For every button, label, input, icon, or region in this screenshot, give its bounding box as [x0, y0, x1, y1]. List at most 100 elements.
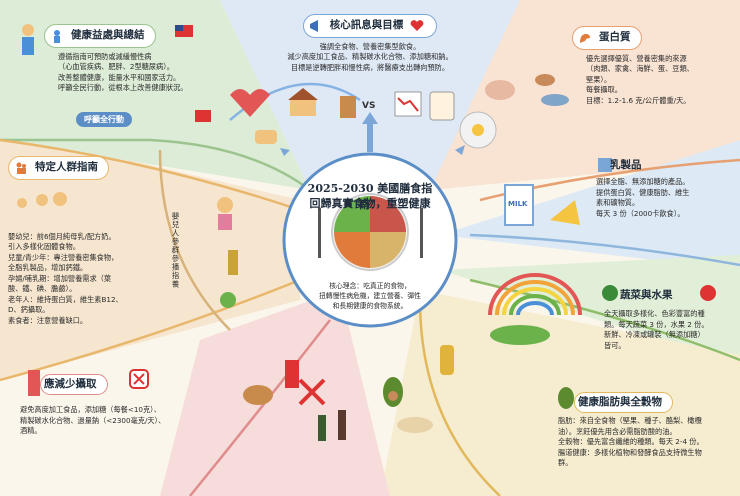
- center-core-line: 核心理念：吃真正的食物，: [329, 282, 411, 290]
- groups-panel-body: 嬰幼兒：前6個月純母乳/配方奶。 引入多樣化固體食物。 兒童/青少年：專注營養密…: [8, 232, 160, 326]
- reduce-panel-header: 應減少攝取: [40, 374, 108, 396]
- groups-vertical-label: 嬰兒人參群參播指養: [171, 212, 180, 289]
- dairy-panel-header: 乳製品: [596, 156, 652, 175]
- groups-panel-line: 素食者：注意營養缺口。: [8, 315, 88, 325]
- center-title-line2: 回歸真實食物，重塑健康: [309, 197, 431, 210]
- veg-icons: [488, 273, 716, 345]
- veg-panel-body: 全天攝取多樣化、色彩豐富的種 類。每天蔬菜 3 份，水果 2 份。 新鮮、冷凍或…: [604, 309, 736, 351]
- plate-fruits: [334, 232, 370, 268]
- health-panel: 健康益處與總結 遵循指南可預防或減緩慢性病 （心血管疾病、肥胖、2型糖尿病）。 …: [44, 24, 224, 94]
- veg-panel-line: 類。每天蔬菜 3 份，水果 2 份。: [604, 319, 709, 329]
- protein-panel: 蛋白質 優先選擇優質、營養密集的來源 （肉類、家禽、海鮮、蛋、豆類、 堅果）。 …: [572, 26, 732, 106]
- protein-panel-header: 蛋白質: [572, 26, 642, 50]
- veg-panel-line: 皆可。: [604, 340, 626, 350]
- health-panel-header: 健康益處與總結: [44, 24, 156, 48]
- plate-protein: [370, 196, 406, 232]
- groups-panel-title: 特定人群指南: [35, 161, 98, 174]
- veg-panel: 蔬菜與水果 全天攝取多樣化、色彩豐富的種 類。每天蔬菜 3 份，水果 2 份。 …: [604, 286, 736, 351]
- groups-panel: 特定人群指南 嬰幼兒：前6個月純母乳/配方奶。 引入多樣化固體食物。 兒童/青少…: [8, 156, 160, 326]
- person-icon: [48, 27, 66, 45]
- fat-panel-title: 健康脂肪與全穀物: [578, 396, 662, 408]
- fat-icons: [383, 345, 574, 433]
- dairy-panel-line: 素和礦物質。: [596, 198, 640, 208]
- dairy-panel-title: 乳製品: [610, 159, 642, 171]
- protein-panel-title: 蛋白質: [599, 31, 631, 44]
- vs-label: VS: [362, 101, 376, 111]
- veg-panel-header: 蔬菜與水果: [604, 286, 683, 305]
- center-core: 核心理念：吃真正的食物， 扭轉慢性病危機，建立營養、彈性 和長期健康的食物系統。: [315, 282, 425, 312]
- groups-panel-line: 兒童/青少年：專注營養密集食物，: [8, 252, 119, 262]
- fat-panel-header: 健康脂肪與全穀物: [574, 392, 673, 414]
- groups-panel-line: 全脂乳製品，增加鈣鐵。: [8, 263, 88, 273]
- top-panel-line: 減少高度加工食品、精製碳水化合物、添加糖和鈉。: [287, 52, 453, 62]
- milk-label: MILK: [508, 200, 528, 208]
- groups-panel-line: 老年人：維持蛋白質，維生素B12、: [8, 294, 123, 304]
- center-core-line: 和長期健康的食物系統。: [332, 301, 408, 310]
- top-sector: [220, 0, 520, 190]
- top-panel: 核心訊息與目標 強調全食物、營養密集型飲食。 減少高度加工食品、精製碳水化合物、…: [240, 14, 500, 73]
- groups-panel-header: 特定人群指南: [8, 156, 109, 180]
- health-panel-line: 呼籲全民行動，從根本上改善健康狀況。: [58, 83, 188, 93]
- family-icon: [12, 159, 30, 177]
- health-icons: [22, 24, 277, 144]
- protein-panel-body: 優先選擇優質、營養密集的來源 （肉類、家禽、海鮮、蛋、豆類、 堅果）。 每餐攝取…: [586, 54, 732, 106]
- veg-panel-title: 蔬菜與水果: [620, 289, 673, 301]
- fork-icon: [318, 208, 321, 258]
- reduce-panel-title: 應減少攝取: [44, 378, 97, 390]
- dairy-panel-line: 每天 3 份（2000卡飲食）。: [596, 208, 685, 218]
- dairy-panel-line: 提供蛋白質、健康脂肪、維生: [596, 187, 690, 197]
- knife-icon: [420, 208, 423, 258]
- groups-panel-line: 引入多樣化固體食物。: [8, 242, 80, 252]
- center-title-line1: 2025-2030 美國膳食指南：: [307, 182, 433, 211]
- protein-icons: [459, 74, 569, 149]
- top-icons: [288, 88, 455, 121]
- groups-panel-line: D、鈣攝取。: [8, 305, 50, 315]
- groups-panel-line: 酸、鐵、碘、膽鹼）。: [8, 284, 77, 294]
- reduce-panel: 應減少攝取 避免高度加工食品，添加糖（每餐<10克）、 精製碳水化合物、過量鈉（…: [16, 374, 216, 437]
- veg-panel-line: 新鮮、冷凍或罐裝（無添加糖）: [604, 330, 705, 340]
- reduce-sector: [160, 290, 390, 496]
- groups-sector: [0, 130, 300, 380]
- fat-panel-line: 腸道健康：多樣化植物和發酵食品支持微生物: [558, 447, 702, 457]
- reduce-icons: [28, 360, 346, 441]
- dairy-panel: 乳製品 選擇全脂、無添加糖的產品。 提供蛋白質、健康脂肪、維生 素和礦物質。 每…: [596, 156, 736, 219]
- megaphone-icon: [307, 17, 325, 35]
- fat-panel-line: 油）。烹飪優先用含必需脂肪酸的油。: [558, 426, 677, 436]
- reduce-panel-line: 避免高度加工食品，添加糖（每餐<10克）、: [20, 405, 161, 415]
- health-panel-title: 健康益處與總結: [71, 29, 145, 42]
- plate-vegetables: [334, 196, 370, 232]
- top-panel-body: 強調全食物、營養密集型飲食。 減少高度加工食品、精製碳水化合物、添加糖和鈉。 目…: [240, 42, 500, 73]
- veg-panel-line: 全天攝取多樣化、色彩豐富的種: [604, 309, 705, 319]
- dairy-icons: [504, 158, 612, 226]
- protein-panel-line: 堅果）。: [586, 74, 612, 84]
- health-panel-body: 遵循指南可預防或減緩慢性病 （心血管疾病、肥胖、2型糖尿病）。 改善整體健康，能…: [58, 52, 224, 94]
- fat-panel-line: 脂肪：來自全食物（堅果、種子、酪梨、橄欖: [558, 416, 702, 426]
- health-panel-line: （心血管疾病、肥胖、2型糖尿病）。: [58, 62, 174, 72]
- fat-panel: 健康脂肪與全穀物 脂肪：來自全食物（堅果、種子、酪梨、橄欖 油）。烹飪優先用含必…: [548, 392, 738, 468]
- reduce-panel-body: 避免高度加工食品，添加糖（每餐<10克）、 精製碳水化合物、過量鈉（<2300毫…: [20, 405, 216, 436]
- groups-panel-line: 孕婦/哺乳期：增加營養需求（葉: [8, 273, 112, 283]
- fat-panel-line: 群。: [558, 457, 573, 467]
- muscle-icon: [576, 29, 594, 47]
- health-panel-line: 改善整體健康，能量水平和國家活力。: [58, 72, 181, 82]
- fat-panel-line: 全穀物：優先富含纖維的種類。每天 2-4 份。: [558, 437, 704, 447]
- heart-icon: [408, 17, 426, 35]
- center-core-line: 扭轉慢性病危機，建立營養、彈性: [319, 291, 421, 300]
- plate-grains: [370, 232, 406, 268]
- dairy-panel-body: 選擇全脂、無添加糖的產品。 提供蛋白質、健康脂肪、維生 素和礦物質。 每天 3 …: [596, 177, 736, 219]
- dairy-panel-line: 選擇全脂、無添加糖的產品。: [596, 177, 690, 187]
- protein-panel-line: 優先選擇優質、營養密集的來源: [586, 54, 687, 63]
- protein-panel-line: 目標：1.2-1.6 克/公斤體重/天。: [586, 95, 691, 105]
- protein-panel-line: 每餐攝取。: [586, 85, 622, 95]
- health-panel-line: 遵循指南可預防或減緩慢性病: [58, 52, 152, 61]
- top-panel-title: 核心訊息與目標: [329, 19, 404, 32]
- top-panel-header: 核心訊息與目標: [302, 14, 438, 38]
- groups-panel-line: 嬰幼兒：前6個月純母乳/配方奶。: [8, 232, 116, 241]
- reduce-panel-line: 精製碳水化合物、過量鈉（<2300毫克/天）、: [20, 415, 166, 425]
- protein-panel-line: （肉類、家禽、海鮮、蛋、豆類、: [586, 64, 694, 74]
- reduce-panel-line: 酒精。: [20, 426, 42, 436]
- call-to-action-badge: 呼籲全行動: [76, 112, 132, 127]
- top-panel-line: 目標是逆轉肥胖和慢性病，將醫療支出轉向預防。: [290, 62, 450, 72]
